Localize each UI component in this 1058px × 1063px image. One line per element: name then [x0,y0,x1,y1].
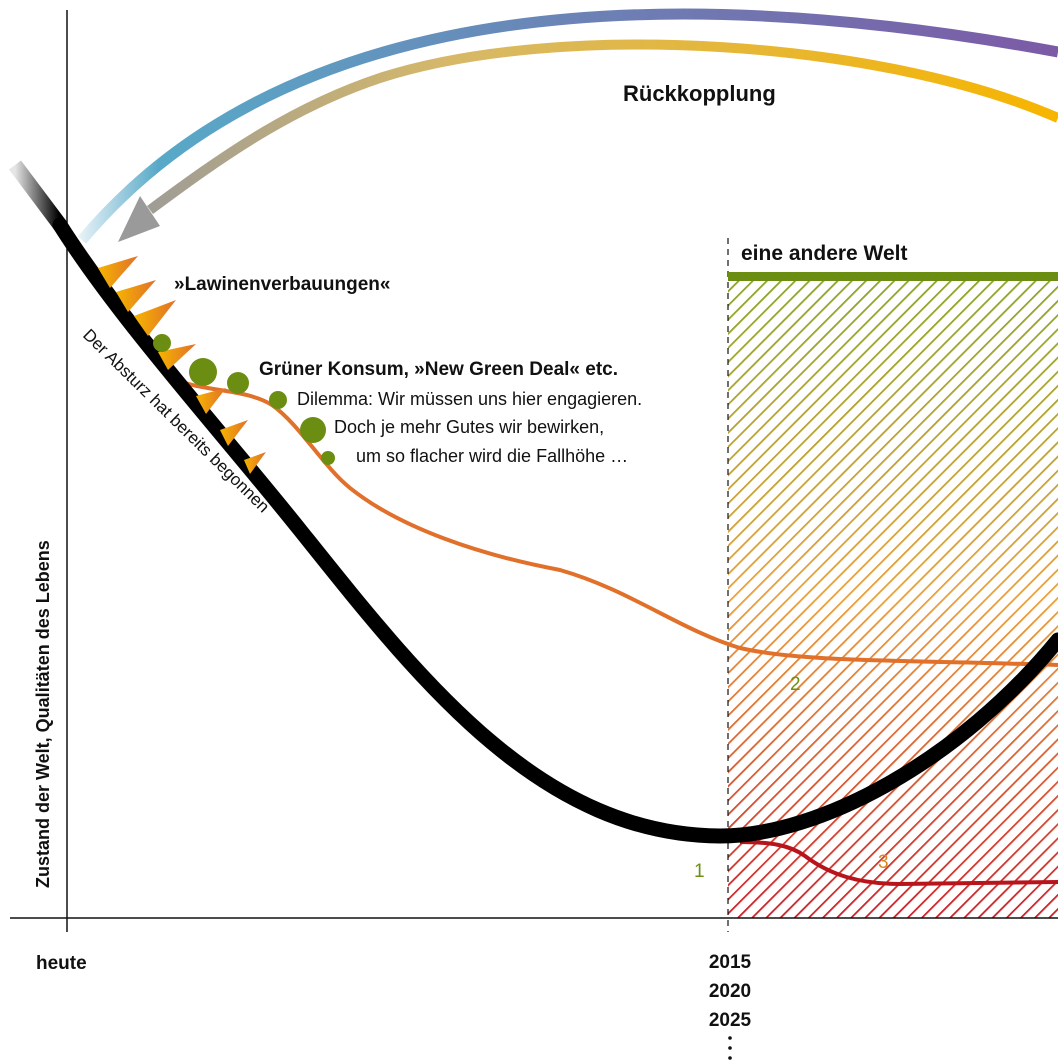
main-curve [52,217,1058,844]
y-axis-label: Zustand der Welt, Qualitäten des Lebens [33,540,53,888]
scenario-number-3: 3 [878,852,889,873]
year-ellipsis [728,1036,732,1060]
feedback-label: Rückkopplung [623,81,776,106]
feedback-arrowhead [118,196,160,242]
year-2015: 2015 [709,952,752,973]
other-world-label: eine andere Welt [741,242,908,265]
x-start-label: heute [36,953,87,974]
red-curve [739,840,1058,887]
scenario-number-1: 1 [694,861,705,882]
dilemma-line-2: Doch je mehr Gutes wir bewirken, [334,417,604,437]
other-world-hatched-area [728,280,1058,918]
avalanche-barriers [98,256,266,474]
feedback-arc-outer [77,8,1058,244]
green-dots [153,334,335,465]
year-2025: 2025 [709,1010,752,1031]
dilemma-line-1: Dilemma: Wir müssen uns hier engagieren. [297,389,642,409]
dilemma-line-3: um so flacher wird die Fallhöhe … [356,446,628,466]
green-title: Grüner Konsum, »New Green Deal« etc. [259,359,618,380]
avalanche-label: »Lawinenverbauungen« [174,274,390,295]
main-curve-fade [8,160,67,230]
year-2020: 2020 [709,981,751,1002]
other-world-bar [728,272,1058,281]
scenario-number-2: 2 [790,674,801,695]
feedback-arc-inner [147,39,1058,215]
